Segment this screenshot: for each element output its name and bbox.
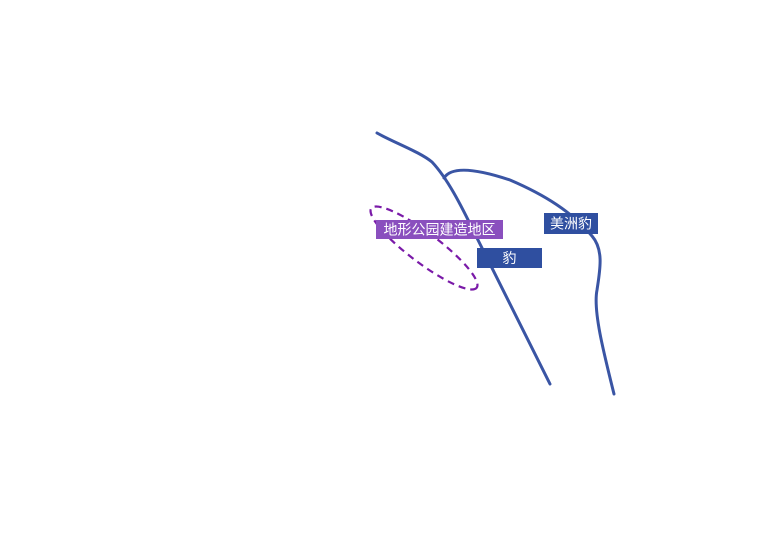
zone-label-background	[376, 220, 503, 239]
terrain-park-zone-outline	[369, 205, 479, 291]
zone-label-text: 地形公园建造地区	[384, 223, 496, 239]
jaguar-route-label[interactable]: 美洲豹	[544, 213, 598, 234]
leopard-route-line	[375, 131, 552, 386]
jaguar-label-text: 美洲豹	[550, 217, 592, 233]
leopard-route-label[interactable]: 豹	[477, 248, 542, 268]
leopard-label-text: 豹	[503, 251, 517, 267]
leopard-label-background	[477, 248, 542, 268]
jaguar-route-line	[442, 168, 616, 396]
jaguar-label-background	[544, 213, 598, 234]
terrain-park-zone-label[interactable]: 地形公园建造地区	[376, 220, 503, 239]
